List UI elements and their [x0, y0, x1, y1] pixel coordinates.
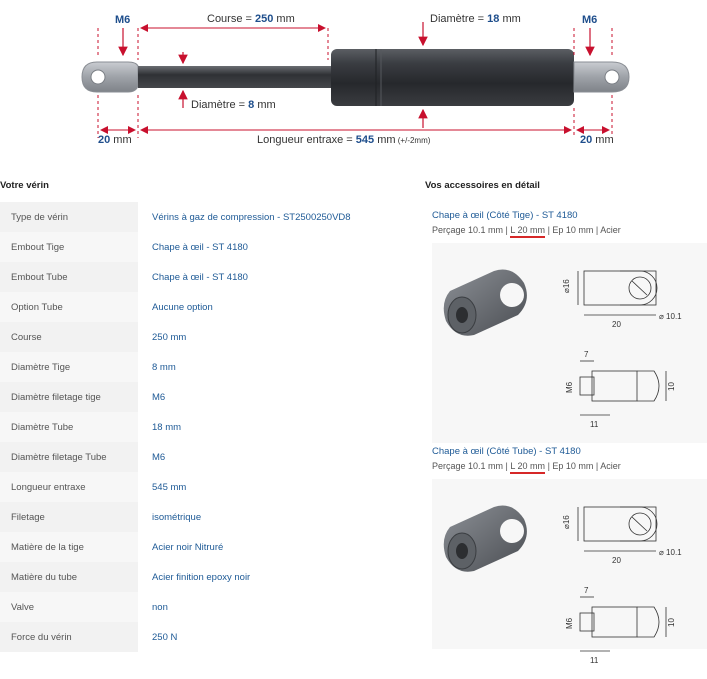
left-eye-end: [81, 61, 139, 93]
rod-diameter-label: Diamètre = 8 mm: [191, 99, 276, 111]
accessory-specs: Perçage 10.1 mm | L 20 mm | Ep 10 mm | A…: [432, 461, 621, 474]
spec-row: Filetage isométrique: [0, 502, 410, 532]
spec-row: Diamètre Tige 8 mm: [0, 352, 410, 382]
spec-key: Embout Tige: [0, 232, 138, 262]
spec-key: Force du vérin: [0, 622, 138, 652]
spec-key: Filetage: [0, 502, 138, 532]
spec-value: Chape à œil - ST 4180: [152, 241, 248, 253]
spec-row: Diamètre filetage Tube M6: [0, 442, 410, 472]
dim-depth-7: 7: [584, 586, 589, 595]
spec-row: Longueur entraxe 545 mm: [0, 472, 410, 502]
thread-left-label: M6: [115, 14, 131, 26]
tube-diameter-label: Diamètre = 18 mm: [430, 13, 521, 25]
accessory-drawing: ⌀16 20 ⌀ 10.1 7 M6 10 11: [432, 479, 707, 665]
spec-row: Diamètre Tube 18 mm: [0, 412, 410, 442]
eye-end-3d-render: [443, 269, 527, 336]
spec-row: Force du vérin 250 N: [0, 622, 410, 652]
dim-width-20: 20: [612, 320, 621, 329]
length-highlight: L 20 mm: [510, 225, 546, 238]
dim-hole-diameter: ⌀ 10.1: [659, 312, 682, 321]
tube: [331, 49, 574, 106]
spec-value: Acier noir Nitruré: [152, 541, 224, 553]
gas-spring-diagram: M6 M6 Course = 250 mm Diamètre = 18 mm D…: [0, 0, 707, 160]
right-end-length-label: 20 mm: [580, 134, 614, 146]
dim-width-20: 20: [612, 556, 621, 565]
right-eye-end: [573, 61, 630, 93]
dim-thread-m6: M6: [565, 617, 574, 629]
spec-value: Aucune option: [152, 301, 213, 313]
spec-value: 18 mm: [152, 421, 182, 433]
spec-row: Matière du tube Acier finition epoxy noir: [0, 562, 410, 592]
dim-height-10: 10: [667, 382, 676, 391]
center-distance-label: Longueur entraxe = 545 mm (+/-2mm): [257, 134, 431, 146]
dim-height-10: 10: [667, 618, 676, 627]
spec-key: Option Tube: [0, 292, 138, 322]
dim-length-11: 11: [590, 656, 599, 665]
spec-key: Matière de la tige: [0, 532, 138, 562]
accessory-drawing: ⌀16 20 ⌀ 10.1 7 M6 10 11: [432, 243, 707, 443]
spec-key: Diamètre Tube: [0, 412, 138, 442]
specs-title: Votre vérin: [0, 180, 49, 191]
spec-value: Chape à œil - ST 4180: [152, 271, 248, 283]
spec-value: 8 mm: [152, 361, 176, 373]
spec-key: Matière du tube: [0, 562, 138, 592]
spec-row: Option Tube Aucune option: [0, 292, 410, 322]
eye-end-3d-render: [443, 505, 527, 572]
stroke-label: Course = 250 mm: [207, 13, 295, 25]
spec-key: Diamètre filetage Tube: [0, 442, 138, 472]
spec-row: Embout Tige Chape à œil - ST 4180: [0, 232, 410, 262]
spec-value: 250 N: [152, 631, 178, 643]
gas-spring-drawing: [81, 22, 630, 138]
dim-diameter-16: ⌀16: [562, 515, 571, 529]
spec-row: Diamètre filetage tige M6: [0, 382, 410, 412]
spec-row: Valve non: [0, 592, 410, 622]
dim-diameter-16: ⌀16: [562, 279, 571, 293]
accessory-title[interactable]: Chape à œil (Côté Tige) - ST 4180: [432, 210, 578, 221]
spec-key: Diamètre Tige: [0, 352, 138, 382]
spec-value: isométrique: [152, 511, 202, 523]
spec-row: Type de vérin Vérins à gaz de compression…: [0, 202, 410, 232]
left-end-length-label: 20 mm: [98, 134, 132, 146]
spec-row: Embout Tube Chape à œil - ST 4180: [0, 262, 410, 292]
spec-value: Vérins à gaz de compression - ST2500250V…: [152, 211, 351, 223]
spec-value: 545 mm: [152, 481, 187, 493]
spec-value: M6: [152, 451, 166, 463]
dim-thread-m6: M6: [565, 381, 574, 393]
length-highlight: L 20 mm: [510, 461, 546, 474]
spec-key: Valve: [0, 592, 138, 622]
spec-value: 250 mm: [152, 331, 187, 343]
spec-value: M6: [152, 391, 166, 403]
accessory-specs: Perçage 10.1 mm | L 20 mm | Ep 10 mm | A…: [432, 225, 621, 238]
accessories-title: Vos accessoires en détail: [425, 180, 540, 191]
spec-row: Matière de la tige Acier noir Nitruré: [0, 532, 410, 562]
spec-key: Embout Tube: [0, 262, 138, 292]
spec-key: Course: [0, 322, 138, 352]
spec-key: Longueur entraxe: [0, 472, 138, 502]
dim-hole-diameter: ⌀ 10.1: [659, 548, 682, 557]
dim-depth-7: 7: [584, 350, 589, 359]
spec-row: Course 250 mm: [0, 322, 410, 352]
spec-value: non: [152, 601, 168, 613]
thread-right-label: M6: [582, 14, 598, 26]
accessory-title[interactable]: Chape à œil (Côté Tube) - ST 4180: [432, 446, 581, 457]
spec-key: Diamètre filetage tige: [0, 382, 138, 412]
specs-table: Type de vérin Vérins à gaz de compression…: [0, 202, 410, 652]
spec-value: Acier finition epoxy noir: [152, 571, 251, 583]
spec-key: Type de vérin: [0, 202, 138, 232]
rod: [138, 66, 332, 88]
dim-length-11: 11: [590, 420, 599, 429]
